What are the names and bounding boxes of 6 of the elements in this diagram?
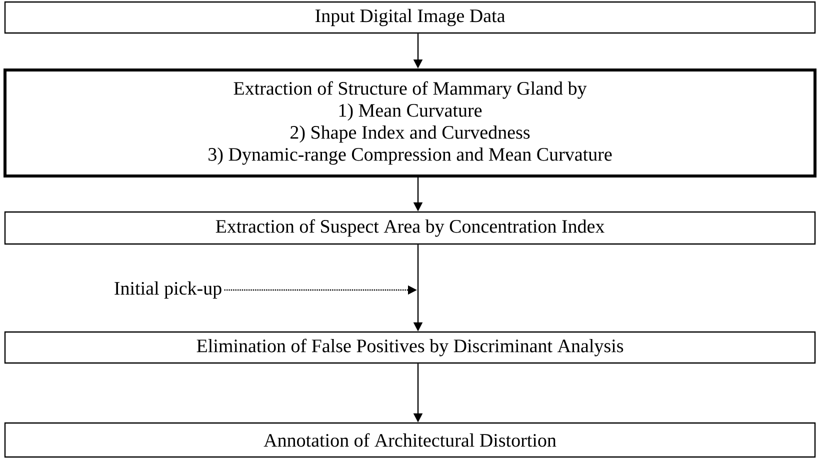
process-box: Extraction of Suspect Area by Concentration Index bbox=[4, 211, 816, 245]
process-box: Extraction of Structure of Mammary Gland by 1) Mean Curvature 2) Shape Index and Curvedness 3) Dynamic-range Compression and Mean Curvature bbox=[4, 68, 816, 178]
annotation-text: Initial pick-up bbox=[114, 281, 222, 299]
process-box: Elimination of False Positives by Discriminant Analysis bbox=[4, 331, 816, 364]
process-box: Annotation of Architectural Distortion bbox=[4, 422, 816, 458]
process-box: Input Digital Image Data bbox=[4, 1, 816, 34]
